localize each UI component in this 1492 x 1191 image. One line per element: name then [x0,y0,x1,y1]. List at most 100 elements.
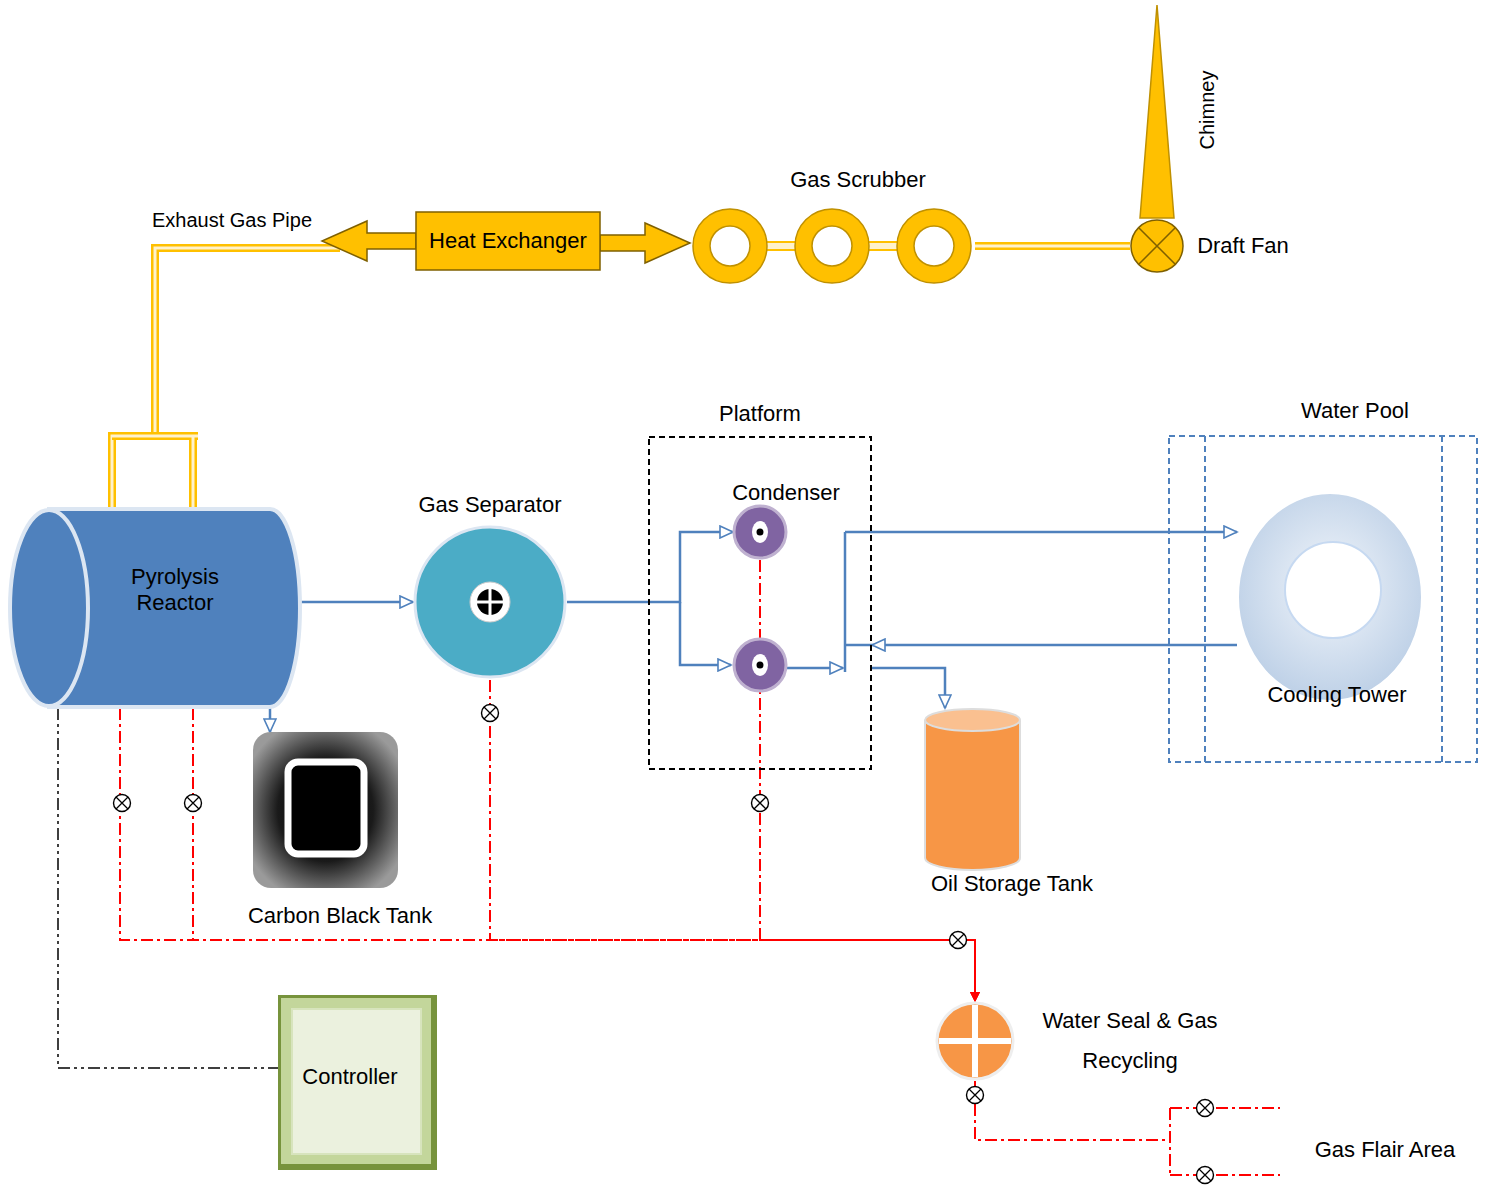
tank-window [288,762,364,854]
gas-scrubber: Gas Scrubber [690,165,975,285]
exhaust-manifold [112,436,198,508]
separator-core [477,589,503,615]
node-label: Heat Exchanger [429,228,587,254]
scrubber-hole [710,226,750,266]
controller-panel [292,1009,421,1154]
chimney-stack [1140,5,1174,218]
pipe-wall [975,242,1130,250]
flow-arrow [322,221,416,261]
controller-box: Controller [278,995,437,1170]
return-line [846,644,872,647]
platform-region: CondenserPlatform [648,436,872,770]
node-label: Condenser [732,480,840,506]
exhaust-manifold-core [112,436,198,508]
fan-cross [1139,228,1175,264]
node-label: Carbon Black Tank [248,903,432,929]
pipe-label: Exhaust Gas Pipe [152,208,312,232]
reactor-end [10,510,88,706]
flow-line [845,531,1237,534]
condenser-eye [752,521,768,543]
scrubber-hole [914,226,954,266]
flow-line [269,708,272,732]
node-label: Controller [302,1064,397,1090]
seal-body [937,1003,1013,1079]
scrubber-ring [693,209,767,283]
gas-separator: Gas Separator [413,490,567,680]
vapour-branch [680,602,731,665]
gas-line [490,680,975,1001]
controller-face [281,998,431,1164]
condenser: Condenser [733,480,845,560]
separator-port [470,582,510,622]
tank-top [925,709,1020,731]
node-label: Pyrolysis Reactor [110,564,240,617]
connector [300,602,413,603]
connector [872,668,945,708]
seal-cross [939,1005,1011,1077]
node-label: Draft Fan [1197,233,1289,259]
area-label: Gas Flair Area [1315,1137,1456,1163]
separator-body [415,527,565,677]
pipe-core [112,248,340,508]
oil-storage-tank-shape [905,708,1115,893]
chimney: Chimney [1140,5,1230,218]
separator-cross [477,589,503,615]
cooling-tower: Cooling Tower [1237,492,1423,702]
condenser-body [734,506,786,558]
collector-line [844,532,847,672]
node-label: Gas Scrubber [790,167,926,193]
flow-line [872,668,945,708]
tank-body [925,720,1020,858]
node-label: Oil Storage Tank [931,871,1093,897]
node-label: Platform [719,401,801,427]
tank-sides [925,720,1020,858]
connector [872,645,1237,646]
connector [112,221,416,508]
scrubber-ring [795,209,869,283]
flow-line [872,644,1237,647]
flare-pipe [975,1081,1280,1175]
tower-body [1238,493,1422,701]
node-label: Gas Separator [418,492,561,518]
fan-body [1131,220,1183,272]
node-label: Chimney [1195,71,1219,150]
pool-walls [1205,436,1442,762]
cooling-tower-shape [1237,492,1423,702]
gas-pipe [192,708,194,940]
condenser-dot [757,529,764,536]
pipe-wall [112,248,340,508]
pyrolysis-reactor: Pyrolysis Reactor [8,508,300,708]
flow-line [300,601,413,604]
gas-separator-shape [413,490,567,680]
heat-exchanger: Heat Exchanger [416,212,600,270]
draft-fan: Draft Fan [1130,219,1300,273]
pool-outline [1169,436,1477,762]
connector [600,223,690,263]
carbon-black-tank: Carbon Black Tank [232,732,450,930]
water-seal: Water Seal & Gas Recycling [935,1001,1240,1081]
tower-opening [1285,542,1381,638]
connector [975,246,1130,247]
water-pool: Cooling TowerWater Pool [1168,435,1478,763]
connector [58,708,278,1068]
connector [490,680,975,1001]
gas-line [120,708,975,1001]
pipe-core [975,245,1130,248]
connector [845,532,1237,533]
connector [120,708,975,1001]
flow-arrow [600,223,690,263]
scrubber-ring [897,209,971,283]
control-line [58,708,278,1068]
connector [270,708,271,732]
node-label: Cooling Tower [1267,682,1406,708]
platform-outline [649,437,871,769]
controller-bevel [278,995,437,1170]
oil-storage-tank: Oil Storage Tank [905,708,1115,893]
carbon-black-tank-shape [232,732,450,930]
condensate-line [787,667,843,670]
condenser-symbol [734,639,786,691]
tank-body [253,732,398,888]
node-label: Water Pool [1301,398,1409,424]
